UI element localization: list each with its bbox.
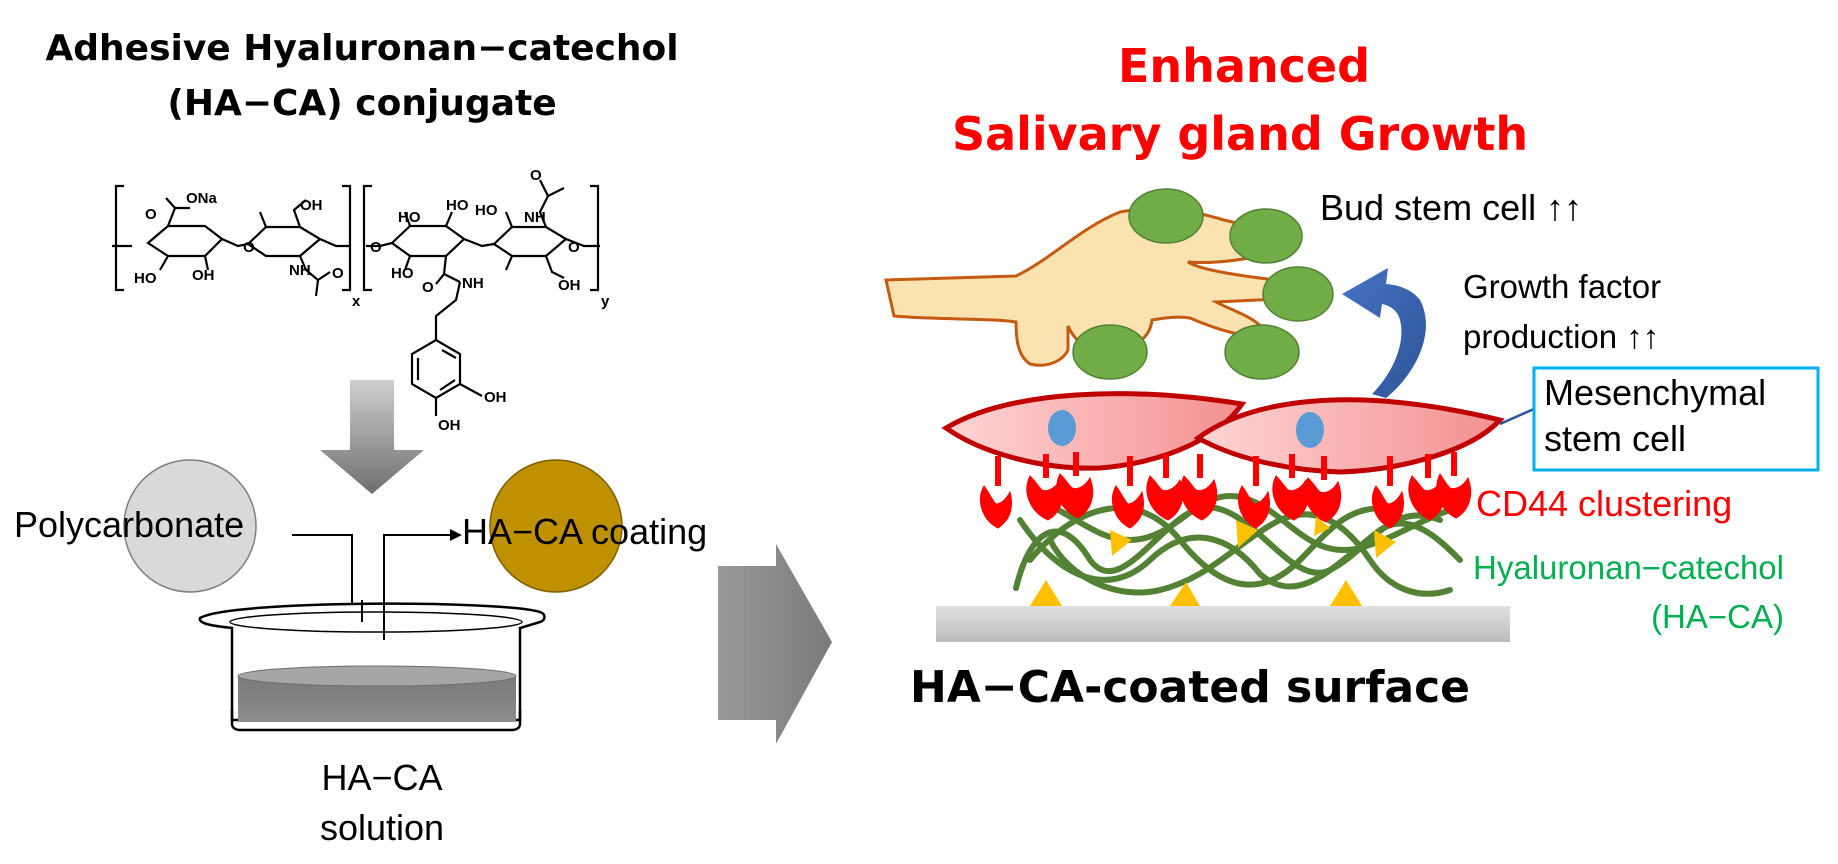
chem-oh-2: OH — [300, 197, 323, 214]
chem-nh-3: NH — [524, 209, 546, 226]
chem-o-carboxyl: O — [145, 206, 157, 223]
chem-oh-catechol-2: OH — [438, 417, 461, 434]
bud-stem-cell — [1229, 208, 1303, 264]
cd44-receptor — [1372, 452, 1472, 529]
chem-o-link-3: O — [568, 239, 580, 256]
growth-factor-label-line2: production ↑↑ — [1463, 318, 1659, 355]
msc-label-line2: stem cell — [1544, 418, 1686, 459]
bud-stem-cell — [1072, 324, 1148, 380]
chemical-labels: ONa O HO OH O OH NH O x O HO HO HO O NH … — [134, 167, 610, 434]
catechol-triangle — [1374, 530, 1396, 558]
msc-callout-box — [1532, 366, 1820, 472]
left-title-line1: Adhesive Hyaluronan−catechol — [45, 28, 678, 69]
chem-oh-3: OH — [558, 277, 581, 294]
arrow-to-coating-icon — [450, 529, 462, 541]
catechol-triangle — [1236, 520, 1258, 548]
down-arrow-icon — [320, 380, 424, 494]
chemical-structure — [112, 179, 600, 416]
msc-callout-line — [1499, 406, 1537, 426]
chem-nh-1: NH — [289, 262, 311, 279]
cd44-receptor — [1238, 454, 1342, 529]
beaker — [198, 600, 546, 732]
polycarbonate-label: Polycarbonate — [14, 504, 244, 545]
chem-o-link-1: O — [243, 239, 255, 256]
right-panel: Enhanced Salivary gland Growth Bud stem … — [884, 39, 1820, 713]
msc-nucleus — [1296, 412, 1324, 448]
ha-ca-label-line2: (HA−CA) — [1651, 598, 1784, 635]
catechol-triangle — [1030, 580, 1062, 606]
chem-ho-1: HO — [134, 270, 157, 287]
big-right-arrow-icon — [718, 544, 832, 744]
chem-o-amide: O — [422, 279, 434, 296]
bud-stem-cell — [1224, 324, 1300, 380]
chem-oh-catechol-1: OH — [484, 389, 507, 406]
left-panel: Adhesive Hyaluronan−catechol (HA−CA) con… — [14, 28, 707, 848]
bud-stem-cell-label: Bud stem cell ↑↑ — [1320, 187, 1582, 228]
catechol-triangle — [1330, 580, 1362, 606]
coated-surface-label: HA−CA-coated surface — [910, 662, 1470, 713]
cd44-clustering-label: CD44 clustering — [1476, 483, 1732, 524]
bud-stem-cell — [1128, 188, 1204, 244]
chem-o-link-2: O — [370, 239, 382, 256]
catechol-triangle — [1314, 516, 1330, 536]
solution-label-line2: solution — [320, 807, 444, 848]
left-title-line2: (HA−CA) conjugate — [167, 83, 556, 124]
cd44-receptor — [980, 452, 1094, 529]
chem-ho-5: HO — [475, 202, 498, 219]
chem-o-acetyl-1: O — [332, 265, 344, 282]
catechol-triangle — [1110, 530, 1132, 556]
bud-stem-cells — [1072, 188, 1334, 380]
chem-x-sub: x — [352, 293, 361, 310]
polycarbonate-disc — [123, 459, 257, 593]
right-title-line1: Enhanced — [1118, 39, 1370, 93]
chem-oh-1: OH — [192, 267, 215, 284]
growth-factor-label-line1: Growth factor — [1463, 268, 1661, 305]
chem-y-sub: y — [601, 293, 610, 310]
coated-surface — [936, 606, 1510, 642]
ha-ca-label-line1: Hyaluronan−catechol — [1473, 549, 1784, 586]
chem-ho-4: HO — [391, 265, 414, 282]
chem-ona: ONa — [186, 190, 218, 207]
chem-ho-2: HO — [398, 209, 421, 226]
chem-ho-3: HO — [446, 197, 469, 214]
cd44-receptors — [980, 452, 1472, 529]
ha-ca-coated-disc — [489, 459, 623, 593]
solution-label-line1: HA−CA — [321, 757, 442, 798]
chem-nh-2: NH — [462, 275, 484, 292]
curved-blue-arrow-icon — [1342, 268, 1426, 398]
ha-ca-coating-label: HA−CA coating — [462, 511, 707, 552]
msc-nucleus — [1048, 410, 1076, 446]
cd44-receptor — [1112, 454, 1218, 529]
chem-o-acetyl-2: O — [530, 167, 542, 184]
catechol-triangle — [1170, 582, 1200, 606]
msc-cell-right — [1193, 397, 1505, 475]
bud-stem-cell — [1262, 266, 1334, 322]
catechol-anchors — [1030, 516, 1396, 606]
right-title-line2: Salivary gland Growth — [952, 107, 1528, 161]
msc-label-line1: Mesenchymal — [1544, 372, 1766, 413]
